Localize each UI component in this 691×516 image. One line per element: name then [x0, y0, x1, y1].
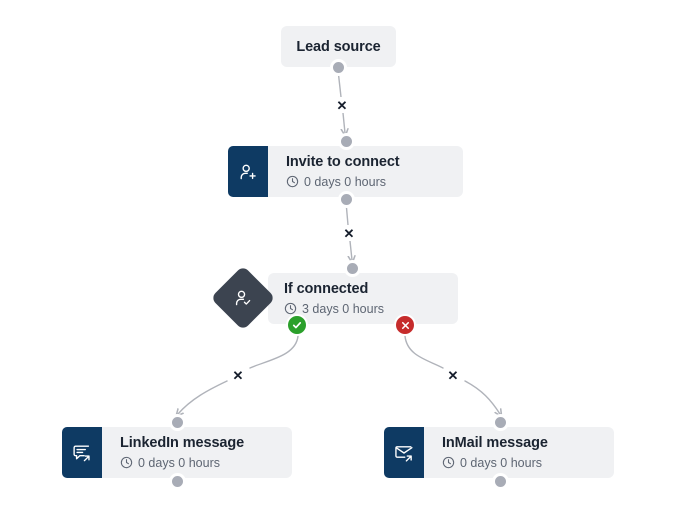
clock-icon [286, 175, 299, 188]
edge-lead-to-invite-b [343, 112, 345, 133]
port-linkedin-in[interactable] [168, 413, 186, 431]
node-if-connected-title: If connected [284, 280, 369, 297]
port-invite-in[interactable] [337, 132, 355, 150]
node-inmail-message-title: InMail message [442, 434, 548, 451]
node-if-connected-body: If connected 3 days 0 hours [268, 273, 458, 324]
edge-delete-button-3[interactable]: ✕ [230, 367, 246, 383]
port-invite-out[interactable] [337, 190, 355, 208]
port-lead-source-out[interactable] [329, 58, 347, 76]
node-linkedin-message-duration: 0 days 0 hours [120, 455, 292, 471]
check-icon [292, 322, 302, 329]
mail-send-icon [384, 427, 424, 478]
edge-no-to-inmail-a [404, 335, 444, 369]
edge-no-to-inmail-b [464, 380, 500, 414]
node-lead-source-title: Lead source [296, 38, 381, 55]
edge-delete-button-2[interactable]: ✕ [341, 225, 357, 241]
clock-icon [284, 302, 297, 315]
branch-badge-no[interactable] [394, 314, 416, 336]
port-inmail-in[interactable] [491, 413, 509, 431]
node-invite-to-connect-title: Invite to connect [286, 153, 400, 170]
node-linkedin-message[interactable]: LinkedIn message 0 days 0 hours [62, 427, 292, 478]
node-inmail-message[interactable]: InMail message 0 days 0 hours [384, 427, 614, 478]
condition-diamond-if-connected[interactable] [210, 265, 276, 331]
node-if-connected-duration: 3 days 0 hours [284, 301, 458, 317]
person-add-icon [228, 146, 268, 197]
chat-send-icon [62, 427, 102, 478]
node-if-connected-duration-text: 3 days 0 hours [302, 301, 384, 316]
edge-delete-button-4[interactable]: ✕ [445, 367, 461, 383]
edge-yes-to-linkedin-a [249, 335, 299, 369]
node-linkedin-message-duration-text: 0 days 0 hours [138, 455, 220, 470]
edge-yes-to-linkedin-b [178, 380, 228, 414]
edge-invite-to-condition-b [350, 240, 352, 260]
node-inmail-message-body: InMail message 0 days 0 hours [424, 427, 614, 478]
node-inmail-message-duration-text: 0 days 0 hours [460, 455, 542, 470]
port-inmail-out[interactable] [491, 472, 509, 490]
branch-badge-yes[interactable] [286, 314, 308, 336]
clock-icon [120, 456, 133, 469]
edge-delete-button-1[interactable]: ✕ [334, 97, 350, 113]
port-if-connected-in[interactable] [343, 259, 361, 277]
node-invite-to-connect-duration: 0 days 0 hours [286, 174, 463, 190]
node-linkedin-message-body: LinkedIn message 0 days 0 hours [102, 427, 292, 478]
node-linkedin-message-title: LinkedIn message [120, 434, 245, 451]
node-invite-to-connect-body: Invite to connect 0 days 0 hours [268, 146, 463, 197]
node-invite-to-connect-duration-text: 0 days 0 hours [304, 174, 386, 189]
node-inmail-message-duration: 0 days 0 hours [442, 455, 614, 471]
clock-icon [442, 456, 455, 469]
port-linkedin-out[interactable] [168, 472, 186, 490]
person-check-icon [232, 287, 254, 309]
cross-icon [401, 321, 409, 329]
node-invite-to-connect[interactable]: Invite to connect 0 days 0 hours [228, 146, 463, 197]
